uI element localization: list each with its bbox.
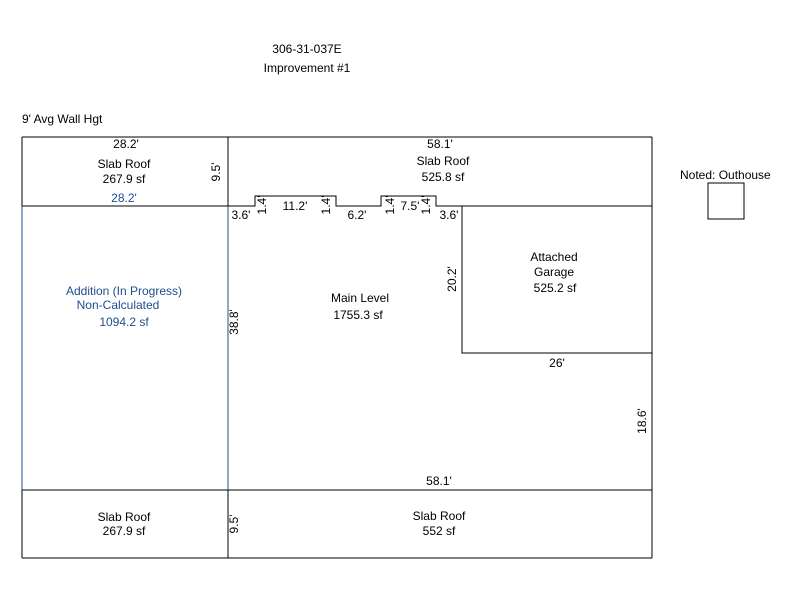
dim-right-lower-height: 18.6' (635, 408, 649, 434)
wall-height-note: 9' Avg Wall Hgt (22, 112, 103, 126)
dim-jog-1: 1.4' (255, 196, 269, 215)
dim-garage-width: 26' (549, 356, 565, 370)
dim-seg-mid: 6.2' (348, 208, 367, 222)
dim-seg-bump-2: 7.5' (401, 199, 420, 213)
main-level-top-edge (228, 195, 652, 207)
dim-top-left-width: 28.2' (113, 137, 139, 151)
dim-seg-bump-1: 11.2' (283, 199, 308, 213)
addition-sublabel: Non-Calculated (77, 298, 160, 312)
building-outline (21, 136, 745, 559)
slab-roof-top-right-label: Slab Roof (417, 154, 470, 168)
garage-outline (461, 206, 652, 354)
dim-main-height: 38.8' (227, 309, 241, 335)
outhouse-box (707, 182, 745, 220)
dim-top-slab-depth: 9.5' (209, 163, 223, 182)
dim-jog-4: 1.4' (419, 196, 433, 215)
dim-seg-right: 3.6' (440, 208, 459, 222)
outhouse-note: Noted: Outhouse (680, 168, 771, 182)
addition-outline (21, 206, 229, 490)
slab-roof-top-left-area: 267.9 sf (103, 172, 146, 186)
garage-label: Attached (530, 250, 577, 264)
garage-area: 525.2 sf (534, 281, 577, 295)
dim-garage-height: 20.2' (445, 266, 459, 292)
dim-top-left-width-bottom: 28.2' (111, 191, 137, 205)
dim-top-right-width: 58.1' (427, 137, 453, 151)
slab-roof-bottom-right-area: 552 sf (423, 524, 456, 538)
addition-label: Addition (In Progress) (66, 284, 182, 298)
main-level-label: Main Level (331, 291, 389, 305)
dim-jog-3: 1.4' (383, 196, 397, 215)
slab-roof-bottom-right-label: Slab Roof (413, 509, 466, 523)
dim-jog-2: 1.4' (319, 196, 333, 215)
dim-bottom-slab-depth: 9.5' (227, 515, 241, 534)
slab-roof-top-left-label: Slab Roof (98, 157, 151, 171)
slab-roof-bottom-left-label: Slab Roof (98, 510, 151, 524)
dim-seg-left: 3.6' (232, 208, 251, 222)
addition-area: 1094.2 sf (99, 315, 149, 329)
slab-roof-bottom-left-area: 267.9 sf (103, 524, 146, 538)
dim-main-bottom-width: 58.1' (426, 474, 452, 488)
main-level-area: 1755.3 sf (333, 308, 383, 322)
parcel-id: 306-31-037E (272, 42, 341, 56)
improvement-title: Improvement #1 (264, 61, 351, 75)
slab-roof-top-right-area: 525.8 sf (422, 170, 465, 184)
garage-sublabel: Garage (534, 265, 574, 279)
